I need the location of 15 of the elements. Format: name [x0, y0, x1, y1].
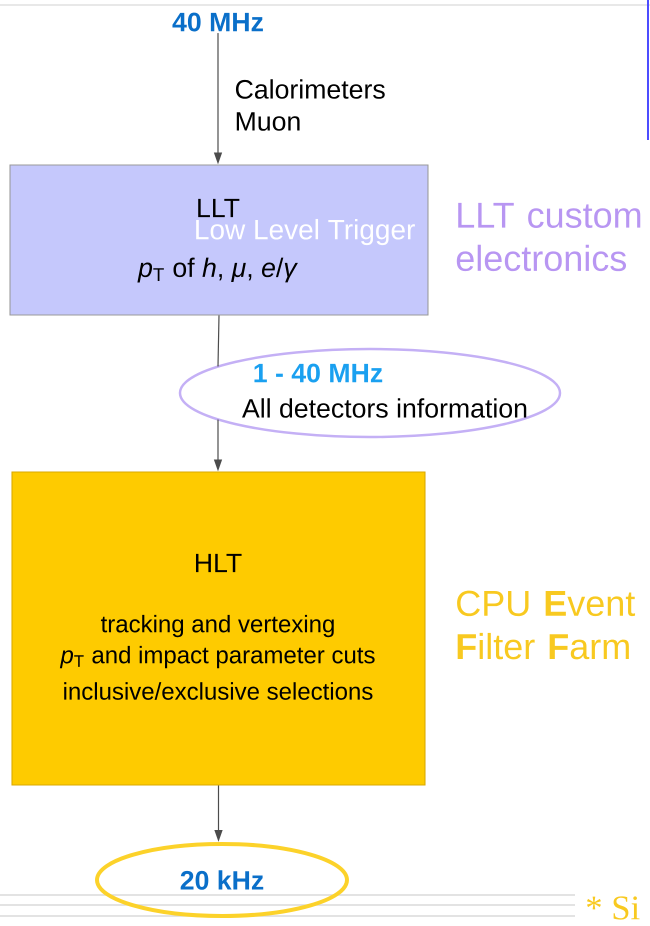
- node-text: HLT: [196, 554, 242, 572]
- edge-label: Calorimeters Muon: [236, 79, 385, 131]
- node-text: inclusive/exclusive selections: [64, 682, 372, 700]
- node-text: LLT: [198, 198, 240, 218]
- node-text: All detectors information: [242, 398, 526, 418]
- node-text: 1 - 40 MHz: [254, 364, 382, 382]
- node-text: p$_{T}$ and impact parameter cuts: [60, 646, 375, 668]
- node-text: 40 MHz: [172, 12, 263, 32]
- side-label: CPU Event Filter Farm: [457, 590, 636, 660]
- node-text: tracking and vertexing: [100, 614, 334, 638]
- node-text: 20 kHz: [180, 870, 264, 890]
- node-text: p$_{T}$ of h, μ, e/γ: [137, 258, 298, 282]
- footnote-mark: * Si: [586, 896, 640, 920]
- side-label: LLT custom electronics: [456, 202, 640, 272]
- node-text: Low Level Trigger: [196, 218, 415, 246]
